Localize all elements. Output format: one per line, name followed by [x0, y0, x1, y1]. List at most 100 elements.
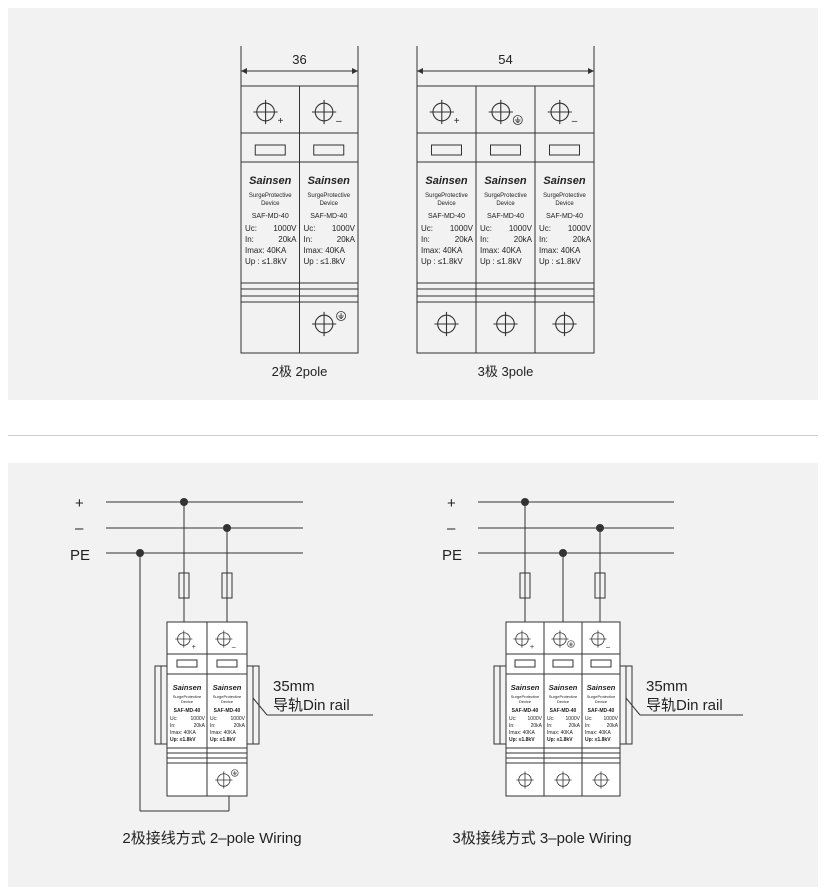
- dimension-value: 54: [498, 52, 512, 67]
- pole-body: [505, 621, 545, 797]
- imax-label: Imax: 40KA: [585, 730, 612, 736]
- up-label: Up : ≤1.8kV: [304, 257, 346, 266]
- imax-label: Imax: 40KA: [304, 246, 346, 255]
- device-description: SurgeProtective: [511, 694, 540, 699]
- pole-body: [299, 85, 359, 354]
- uc-label: Uc:: [245, 224, 257, 233]
- uc-value: 1000V: [191, 716, 206, 722]
- uc-label: Uc:: [210, 716, 218, 722]
- indicator-window: [216, 659, 238, 668]
- device-description: Device: [221, 699, 234, 704]
- indicator-window: [549, 144, 580, 156]
- in-label: In:: [170, 723, 176, 729]
- pole-body: [206, 621, 248, 797]
- in-label: In:: [304, 235, 313, 244]
- pole-body: [534, 85, 595, 354]
- up-label: Up: ≤1.8kV: [210, 737, 236, 743]
- uc-value: 1000V: [604, 716, 619, 722]
- model-label: SAF-MD-40: [310, 213, 347, 220]
- in-value: 20kA: [194, 723, 206, 729]
- imax-label: Imax: 40KA: [421, 246, 463, 255]
- device-description: Device: [437, 201, 456, 207]
- uc-label: Uc:: [547, 716, 555, 722]
- up-label: Up: ≤1.8kV: [509, 737, 535, 743]
- imax-label: Imax: 40KA: [170, 730, 197, 736]
- imax-label: Imax: 40KA: [509, 730, 536, 736]
- line-label-plus: +: [447, 495, 456, 512]
- in-value: 20kA: [607, 723, 619, 729]
- device-description: Device: [595, 699, 608, 704]
- brand-label: Sainsen: [484, 175, 526, 187]
- fuse-symbol: [221, 572, 233, 599]
- device-description: SurgeProtective: [484, 193, 527, 199]
- uc-label: Uc:: [480, 224, 492, 233]
- device-description: SurgeProtective: [425, 193, 468, 199]
- fuse-symbol: [178, 572, 190, 599]
- in-label: In:: [547, 723, 553, 729]
- dimension-arrow: [588, 68, 594, 74]
- brand-label: Sainsen: [543, 175, 585, 187]
- up-label: Up: ≤1.8kV: [585, 737, 611, 743]
- terminal-screw-icon: [311, 99, 337, 125]
- in-value: 20kA: [514, 235, 533, 244]
- device-description: SurgeProtective: [307, 193, 350, 199]
- fuse-symbol: [594, 572, 606, 599]
- terminal-screw-icon: [311, 311, 337, 337]
- drawing-caption: 2极 2pole: [272, 364, 328, 379]
- plus-mark: +: [454, 116, 460, 127]
- uc-value: 1000V: [566, 716, 581, 722]
- in-value: 20kA: [278, 235, 297, 244]
- dimensions-panel: [8, 8, 818, 400]
- dimension-drawings: + SainsenSurgeProtectiveDeviceSAF-MD-40Uc…: [240, 46, 595, 379]
- uc-label: Uc:: [585, 716, 593, 722]
- model-label: SAF-MD-40: [512, 708, 539, 714]
- plus-mark: +: [278, 116, 284, 127]
- brand-label: Sainsen: [549, 683, 578, 692]
- up-label: Up : ≤1.8kV: [421, 257, 463, 266]
- terminal-screw-icon: [547, 99, 573, 125]
- minus-mark: –: [606, 644, 610, 651]
- in-label: In:: [585, 723, 591, 729]
- uc-label: Uc:: [170, 716, 178, 722]
- in-label: In:: [480, 235, 489, 244]
- device-description: SurgeProtective: [543, 193, 586, 199]
- device-description: SurgeProtective: [173, 694, 202, 699]
- plus-mark: +: [192, 644, 196, 651]
- up-label: Up : ≤1.8kV: [245, 257, 287, 266]
- uc-label: Uc:: [304, 224, 316, 233]
- brand-label: Sainsen: [425, 175, 467, 187]
- uc-value: 1000V: [509, 224, 533, 233]
- indicator-window: [590, 659, 612, 668]
- in-value: 20kA: [573, 235, 592, 244]
- in-value: 20kA: [455, 235, 474, 244]
- uc-value: 1000V: [332, 224, 356, 233]
- device-description: Device: [261, 201, 280, 207]
- imax-label: Imax: 40KA: [539, 246, 581, 255]
- in-label: In:: [509, 723, 515, 729]
- uc-value: 1000V: [528, 716, 543, 722]
- brand-label: Sainsen: [213, 683, 242, 692]
- indicator-window: [254, 144, 286, 156]
- terminal-screw-icon: [492, 311, 519, 337]
- device-description: SurgeProtective: [587, 694, 616, 699]
- dimension-arrow: [352, 68, 358, 74]
- in-value: 20kA: [569, 723, 581, 729]
- indicator-window: [176, 659, 198, 668]
- wiring-caption-3pole: 3极接线方式 3–pole Wiring: [452, 830, 631, 847]
- minus-mark: –: [572, 116, 578, 127]
- device-description: Device: [557, 699, 570, 704]
- rail-label: 导轨Din rail: [646, 697, 723, 714]
- model-label: SAF-MD-40: [550, 708, 577, 714]
- pole-body: [166, 621, 208, 797]
- model-label: SAF-MD-40: [174, 708, 201, 714]
- line-label-plus: +: [75, 495, 84, 512]
- line-label-minus: –: [75, 520, 84, 537]
- device-description: SurgeProtective: [213, 694, 242, 699]
- fuse-symbol: [519, 572, 531, 599]
- line-label-pe: PE: [442, 547, 462, 564]
- imax-label: Imax: 40KA: [245, 246, 287, 255]
- uc-label: Uc:: [509, 716, 517, 722]
- model-label: SAF-MD-40: [487, 213, 524, 220]
